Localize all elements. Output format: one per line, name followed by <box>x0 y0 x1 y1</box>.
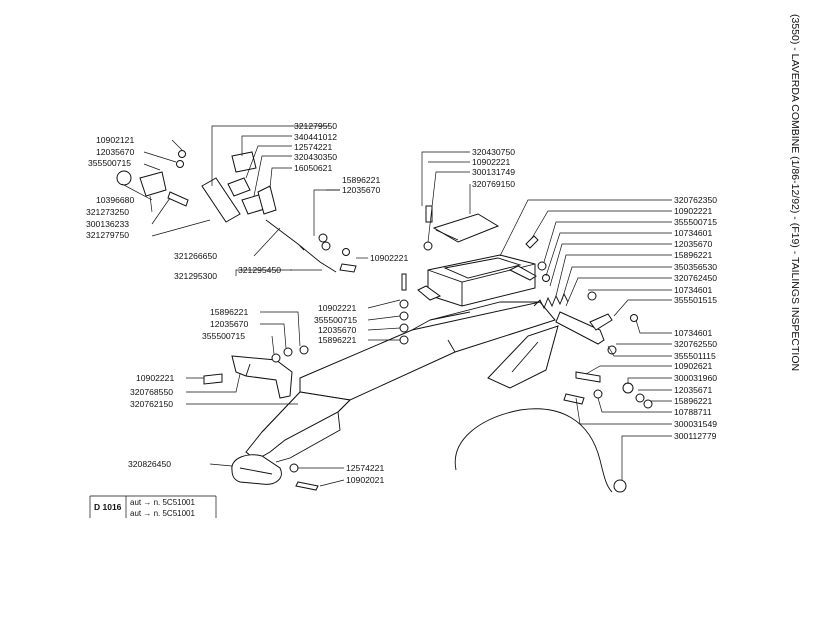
part-number: 12574221 <box>294 142 332 152</box>
part-number: 12035670 <box>210 319 248 329</box>
part-number: 320826450 <box>128 459 171 469</box>
part-number: 321279550 <box>294 121 337 131</box>
left-bracket <box>231 355 293 399</box>
part-number: 300136233 <box>86 219 129 229</box>
part-number: 10902121 <box>96 135 134 145</box>
part-number: 15896221 <box>210 307 248 317</box>
part-number: 10902621 <box>674 361 712 371</box>
part-number: 15896221 <box>674 250 712 260</box>
part-number: 10734601 <box>674 328 712 338</box>
part-number: 15896221 <box>342 175 380 185</box>
reference-box: D 1016 aut → n. 5C51001 aut → n. 5C51001 <box>89 495 217 518</box>
part-number: 340441012 <box>294 132 337 142</box>
part-number: 12035671 <box>674 385 712 395</box>
part-number: 300112779 <box>674 431 717 441</box>
part-number: 355500715 <box>202 331 245 341</box>
part-number: 300031549 <box>674 419 717 429</box>
part-number: 300031960 <box>674 373 717 383</box>
leader-lines <box>121 125 672 487</box>
part-number: 10788711 <box>674 407 712 417</box>
part-number: 321295300 <box>174 271 217 281</box>
part-number: 10902221 <box>370 253 408 263</box>
part-number: 350356530 <box>674 262 717 272</box>
side-plate <box>487 325 559 389</box>
part-number: 355501115 <box>674 351 716 361</box>
tailings-chute <box>245 301 556 463</box>
part-number: 10902221 <box>136 373 174 383</box>
part-number: 320769150 <box>472 179 515 189</box>
part-number: 320762150 <box>130 399 173 409</box>
part-number: 355500715 <box>314 315 357 325</box>
part-number: 16050621 <box>294 163 332 173</box>
inspection-housing <box>417 254 537 307</box>
part-number: 320762350 <box>674 195 717 205</box>
part-number: 10902021 <box>346 475 384 485</box>
reference-line: aut → n. 5C51001 <box>130 498 195 507</box>
page-title: (3550) - LAVERDA COMBINE (1/86-12/92) - … <box>789 14 801 371</box>
part-number-labels: 321279550 340441012 12574221 320430350 1… <box>86 121 717 485</box>
part-number: 12035670 <box>674 239 712 249</box>
part-number: 355500715 <box>88 158 131 168</box>
part-number: 321266650 <box>174 251 217 261</box>
part-drawings <box>116 150 653 493</box>
part-number: 320762450 <box>674 273 717 283</box>
cover-plate <box>432 213 500 243</box>
part-number: 10734601 <box>674 285 712 295</box>
part-number: 15896221 <box>318 335 356 345</box>
part-number: 12035670 <box>96 147 134 157</box>
part-number: 321279750 <box>86 230 129 240</box>
part-number: 300131749 <box>472 167 515 177</box>
part-number: 10734601 <box>674 228 712 238</box>
part-number: 10902221 <box>472 157 510 167</box>
part-number: 10902221 <box>674 206 712 216</box>
part-number: 321273250 <box>86 207 129 217</box>
hardware <box>176 150 653 491</box>
part-number: 12035670 <box>342 185 380 195</box>
part-number: 10902221 <box>318 303 356 313</box>
part-number: 321295450 <box>238 265 281 275</box>
bowden-cable <box>454 408 627 493</box>
part-number: 355501515 <box>674 295 717 305</box>
handle-assembly <box>116 151 277 223</box>
part-number: 10396680 <box>96 195 134 205</box>
part-number: 12035670 <box>318 325 356 335</box>
end-cap <box>231 454 282 485</box>
control-rod <box>265 219 337 273</box>
part-number: 355500715 <box>674 217 717 227</box>
part-number: 12574221 <box>346 463 384 473</box>
part-number: 320430750 <box>472 147 515 157</box>
part-number: 320430350 <box>294 152 337 162</box>
reference-code: D 1016 <box>94 502 122 512</box>
lever-arm <box>555 311 613 345</box>
reference-line: aut → n. 5C51001 <box>130 509 195 518</box>
part-number: 320762550 <box>674 339 717 349</box>
part-number: 320768550 <box>130 387 173 397</box>
part-number: 15896221 <box>674 396 712 406</box>
